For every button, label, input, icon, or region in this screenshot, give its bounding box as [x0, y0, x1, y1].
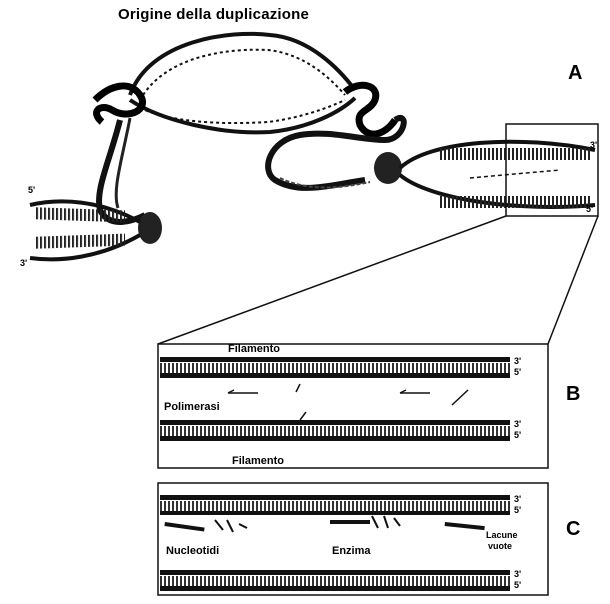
zoom-line-left [158, 216, 506, 344]
panel-b-end-label-1: 3' [514, 356, 521, 366]
diagram-title: Origine della duplicazione [118, 6, 309, 23]
label-gaps-line2: vuote [488, 541, 512, 551]
replication-bubble-top [130, 34, 355, 133]
coiled-dna-right [268, 85, 404, 188]
label-strand-top: Filamento [228, 343, 280, 355]
panel-b-end-label-4: 5' [514, 430, 521, 440]
bubble-left-five-prime: 5' [28, 185, 35, 195]
panel-c-end-label-4: 5' [514, 580, 521, 590]
panel-c-end-label-3: 3' [514, 569, 521, 579]
label-nucleotides: Nucleotidi [166, 545, 219, 557]
panel-c-end-label-2: 5' [514, 505, 521, 515]
bubble-left-three-prime: 3' [20, 258, 27, 268]
panel-b-end-label-3: 3' [514, 419, 521, 429]
panel-label-b: B [566, 383, 580, 406]
panel-b-end-label-2: 5' [514, 367, 521, 377]
replication-bubble-left [30, 201, 140, 259]
zoom-line-right [548, 216, 598, 344]
label-gaps-line1: Lacune [486, 530, 518, 540]
panel-label-a: A [568, 62, 582, 85]
bubble-right-five-prime: 5' [586, 204, 593, 214]
label-strand-bottom: Filamento [232, 455, 284, 467]
label-polymerase: Polimerasi [164, 401, 220, 413]
replication-bubble-right [400, 142, 595, 208]
panel-label-c: C [566, 518, 580, 541]
label-enzyme: Enzima [332, 545, 371, 557]
bubble-right-three-prime: 3' [590, 140, 597, 150]
panel-c-end-label-1: 3' [514, 494, 521, 504]
